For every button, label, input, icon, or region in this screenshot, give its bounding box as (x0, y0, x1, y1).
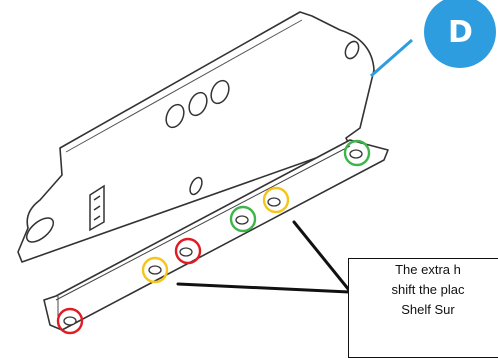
callout-line-3: Shelf Sur (401, 302, 455, 317)
flange-hole-1 (63, 316, 77, 326)
ring-red-1 (56, 307, 84, 335)
hole-top-right (344, 40, 360, 60)
bracket-flange (43, 139, 389, 331)
flange-hole-4 (235, 215, 249, 225)
flange-hole-5 (267, 197, 281, 207)
plate-holes (25, 40, 360, 243)
hole-left-slot (25, 217, 55, 243)
callout-line-1: The extra h (395, 262, 461, 277)
ring-yellow-1 (141, 256, 169, 284)
badge-leader (370, 38, 413, 78)
flange-hole-6 (349, 149, 363, 159)
ring-green-1 (229, 205, 257, 233)
callout-line-2: shift the plac (391, 282, 465, 297)
hole-large-3 (210, 79, 230, 105)
badge-circle (424, 0, 496, 68)
bracket-diagram: D (17, 0, 496, 335)
flange-holes (63, 149, 363, 326)
hole-large-2 (188, 91, 208, 117)
hole-small (189, 176, 203, 196)
flange-hole-2 (148, 265, 162, 275)
logo-mark (89, 184, 105, 232)
ring-green-2 (343, 139, 371, 167)
leader-line-2 (292, 220, 351, 292)
flange-hole-3 (179, 247, 193, 257)
ring-yellow-2 (262, 186, 290, 214)
marker-rings (56, 139, 371, 335)
callout-leaders (176, 220, 351, 294)
callout-box: The extra h shift the plac Shelf Sur (348, 258, 498, 358)
hole-large-1 (165, 103, 185, 129)
ring-red-2 (174, 237, 202, 265)
badge-letter: D (448, 15, 473, 50)
leader-line-1 (176, 282, 351, 294)
